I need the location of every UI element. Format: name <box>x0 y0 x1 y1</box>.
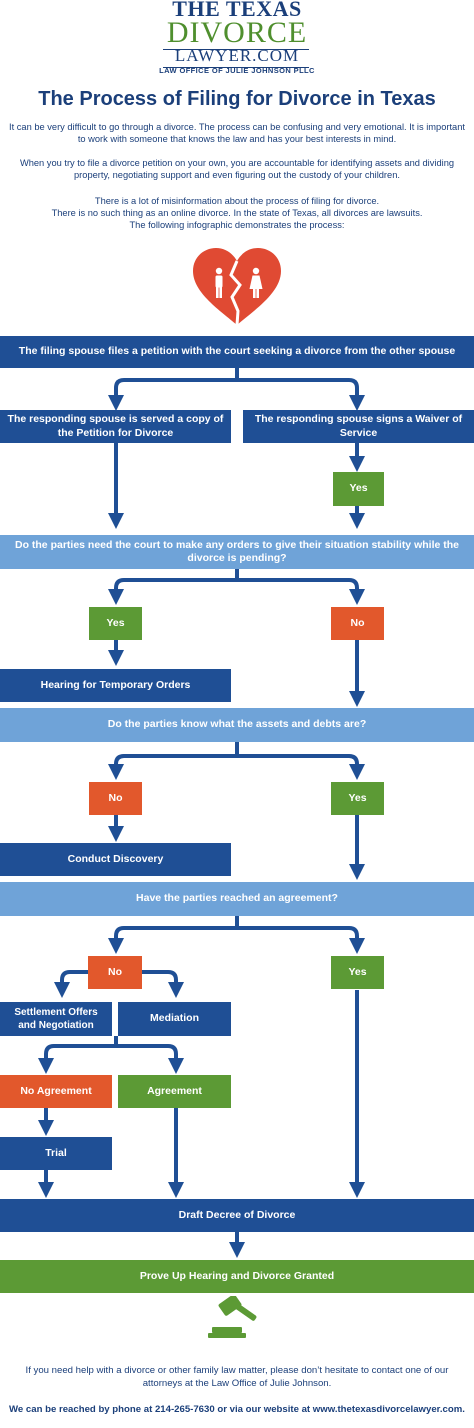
assets-yes-badge: Yes <box>331 782 384 815</box>
step-mediation: Mediation <box>118 1002 231 1036</box>
step-spouse-served: The responding spouse is served a copy o… <box>0 410 231 443</box>
orders-no-badge: No <box>331 607 384 640</box>
man-icon <box>215 267 223 298</box>
agreement-no-badge: No <box>88 956 142 989</box>
step-file-petition: The filing spouse files a petition with … <box>0 336 474 368</box>
question-temporary-orders: Do the parties need the court to make an… <box>0 535 474 569</box>
logo-line-3: LAWYER.COM <box>174 46 300 65</box>
gavel-icon <box>208 1296 257 1338</box>
orders-yes-badge: Yes <box>89 607 142 640</box>
intro-paragraph-1: It can be very difficult to go through a… <box>9 122 465 145</box>
broken-heart-icon <box>193 248 281 326</box>
intro-line-misinformation: There is a lot of misinformation about t… <box>94 196 380 206</box>
intro-line-online-divorce: There is no such thing as an online divo… <box>51 208 423 218</box>
agreement-yes-badge: Yes <box>331 956 384 989</box>
step-trial: Trial <box>0 1137 112 1170</box>
logo-divider-lower <box>163 67 309 68</box>
logo-subtitle: LAW OFFICE OF JULIE JOHNSON PLLC <box>159 66 315 75</box>
logo-divider <box>163 49 309 50</box>
step-settlement-negotiation: Settlement Offers and Negotiation <box>0 1002 112 1036</box>
intro-paragraph-2: When you try to file a divorce petition … <box>19 158 455 181</box>
logo-line-2: DIVORCE <box>166 16 308 49</box>
waiver-yes-badge: Yes <box>333 472 384 506</box>
page-title: The Process of Filing for Divorce in Tex… <box>38 88 436 110</box>
agreement-badge: Agreement <box>118 1075 231 1108</box>
question-assets-debts: Do the parties know what the assets and … <box>0 708 474 742</box>
no-agreement-badge: No Agreement <box>0 1075 112 1108</box>
step-draft-decree: Draft Decree of Divorce <box>0 1199 474 1232</box>
question-agreement: Have the parties reached an agreement? <box>0 882 474 916</box>
step-prove-up-hearing: Prove Up Hearing and Divorce Granted <box>0 1260 474 1293</box>
logo-line-1: THE TEXAS <box>172 0 302 21</box>
step-conduct-discovery: Conduct Discovery <box>0 843 231 876</box>
step-waiver-of-service: The responding spouse signs a Waiver of … <box>243 410 474 443</box>
footer-contact-text: If you need help with a divorce or other… <box>25 1365 449 1389</box>
footer-phone-website: We can be reached by phone at 214-265-76… <box>9 1404 465 1415</box>
assets-no-badge: No <box>89 782 142 815</box>
woman-icon <box>249 267 263 298</box>
step-temporary-orders-hearing: Hearing for Temporary Orders <box>0 669 231 702</box>
intro-line-infographic: The following infographic demonstrates t… <box>129 220 345 230</box>
